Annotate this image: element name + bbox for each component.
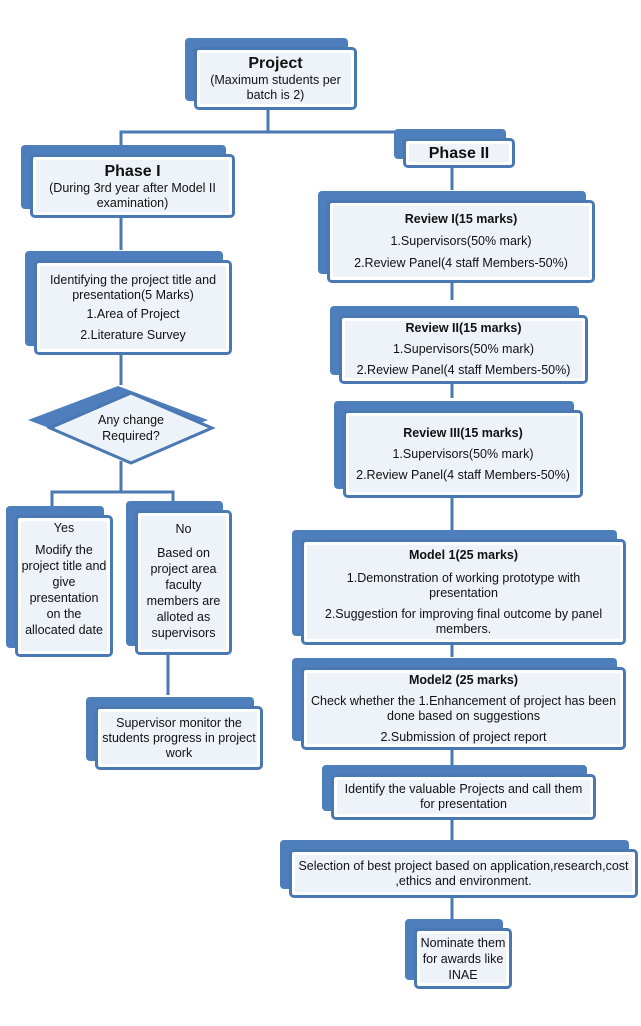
model2-title: Model2 (25 marks) — [408, 672, 519, 687]
selection-box: Selection of best project based on appli… — [280, 840, 638, 898]
review3-title: Review III(15 marks) — [403, 425, 523, 440]
model1-title: Model 1(25 marks) — [408, 547, 519, 562]
yes-text: Modify the project title and give presen… — [21, 543, 107, 637]
identify-title-text: Identifying the project title and presen… — [49, 272, 217, 302]
review1-box: Review I(15 marks) 1.Supervisors(50% mar… — [318, 191, 595, 283]
review2-box: Review II(15 marks) 1.Supervisors(50% ma… — [330, 306, 588, 384]
identify-title-box: Identifying the project title and presen… — [25, 251, 232, 355]
review2-item-2: 2.Review Panel(4 staff Members-50%) — [356, 363, 571, 377]
project-subtitle: (Maximum students per batch is 2) — [210, 73, 341, 102]
review2-title: Review II(15 marks) — [405, 321, 522, 335]
phase1-subtitle: (During 3rd year after Model II examinat… — [49, 180, 216, 210]
review1-item-1: 1.Supervisors(50% mark) — [390, 234, 532, 248]
phase2-title: Phase II — [428, 144, 490, 162]
review1-title: Review I(15 marks) — [404, 212, 518, 226]
review2-item-1: 1.Supervisors(50% mark) — [392, 342, 534, 356]
yes-box: Yes Modify the project title and give pr… — [6, 506, 113, 657]
phase2-box: Phase II — [394, 129, 515, 168]
monitor-text: Supervisor monitor the students progress… — [102, 715, 256, 760]
identify-valuable-box: Identify the valuable Projects and call … — [322, 765, 596, 820]
identify-valuable-text: Identify the valuable Projects and call … — [344, 782, 583, 811]
review3-item-1: 1.Supervisors(50% mark) — [392, 446, 534, 461]
identify-item-1: 1.Area of Project — [86, 306, 180, 321]
phase1-box: Phase I (During 3rd year after Model II … — [21, 145, 235, 218]
nominate-text: Nominate them for awards like INAE — [420, 935, 506, 982]
review3-box: Review III(15 marks) 1.Supervisors(50% m… — [334, 401, 583, 498]
project-box: Project (Maximum students per batch is 2… — [185, 38, 357, 110]
model1-box: Model 1(25 marks) 1.Demonstration of wor… — [292, 530, 626, 645]
model2-item-1: Check whether the 1.Enhancement of proje… — [310, 693, 617, 723]
yes-label: Yes — [53, 521, 75, 535]
review3-item-2: 2.Review Panel(4 staff Members-50%) — [356, 467, 570, 482]
phase1-title: Phase I — [104, 162, 161, 180]
review1-item-2: 2.Review Panel(4 staff Members-50%) — [354, 256, 568, 270]
model1-item-2: 2.Suggestion for improving final outcome… — [324, 606, 603, 636]
nominate-box: Nominate them for awards like INAE — [405, 919, 512, 989]
decision: Any change Required? — [50, 393, 212, 463]
no-label: No — [175, 522, 192, 536]
identify-item-2: 2.Literature Survey — [80, 327, 186, 342]
model1-item-1: 1.Demonstration of working prototype wit… — [346, 570, 581, 600]
no-text: Based on project area faculty members ar… — [146, 546, 221, 640]
model2-item-2: 2.Submission of project report — [380, 729, 547, 744]
project-title: Project — [248, 55, 303, 72]
decision-text: Any change Required? — [97, 413, 165, 443]
monitor-box: Supervisor monitor the students progress… — [86, 697, 263, 770]
model2-box: Model2 (25 marks) Check whether the 1.En… — [292, 658, 626, 750]
no-box: No Based on project area faculty members… — [126, 501, 232, 655]
selection-text: Selection of best project based on appli… — [298, 858, 629, 888]
